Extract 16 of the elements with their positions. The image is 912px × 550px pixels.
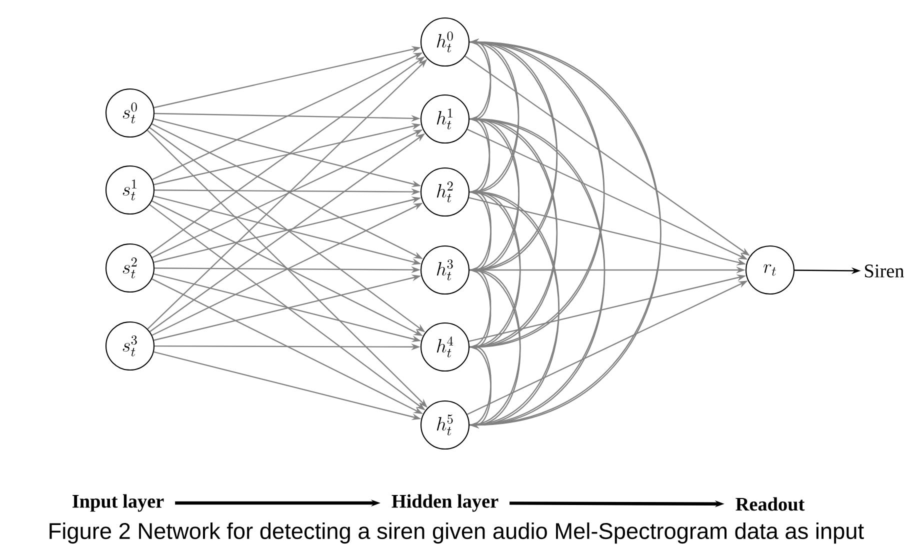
layer-label: Hidden layer <box>392 494 498 512</box>
hidden-neuron: $h_t^4$ <box>420 322 470 372</box>
hidden-neuron: $h_t^1$ <box>420 94 470 144</box>
input-neuron: $s_t^2$ <box>105 243 155 293</box>
input-neuron: $s_t^3$ <box>105 321 155 371</box>
hidden-neuron: $h_t^2$ <box>420 167 470 217</box>
layer-label: Readout <box>736 497 805 511</box>
hidden-neuron: $h_t^3$ <box>420 245 470 295</box>
layer-label: Input layer <box>72 494 164 512</box>
hidden-neuron: $h_t^0$ <box>420 17 470 67</box>
input-neuron: $s_t^0$ <box>105 88 155 138</box>
readout-neuron: $r_t$ <box>745 245 795 295</box>
caption: Figure 2 Network for detecting a siren given audio Mel-Spectrogram data as input <box>50 522 864 544</box>
hidden-neuron: $h_t^5$ <box>420 400 470 450</box>
input-neuron: $s_t^1$ <box>105 165 155 215</box>
output-text: Siren <box>865 264 904 278</box>
